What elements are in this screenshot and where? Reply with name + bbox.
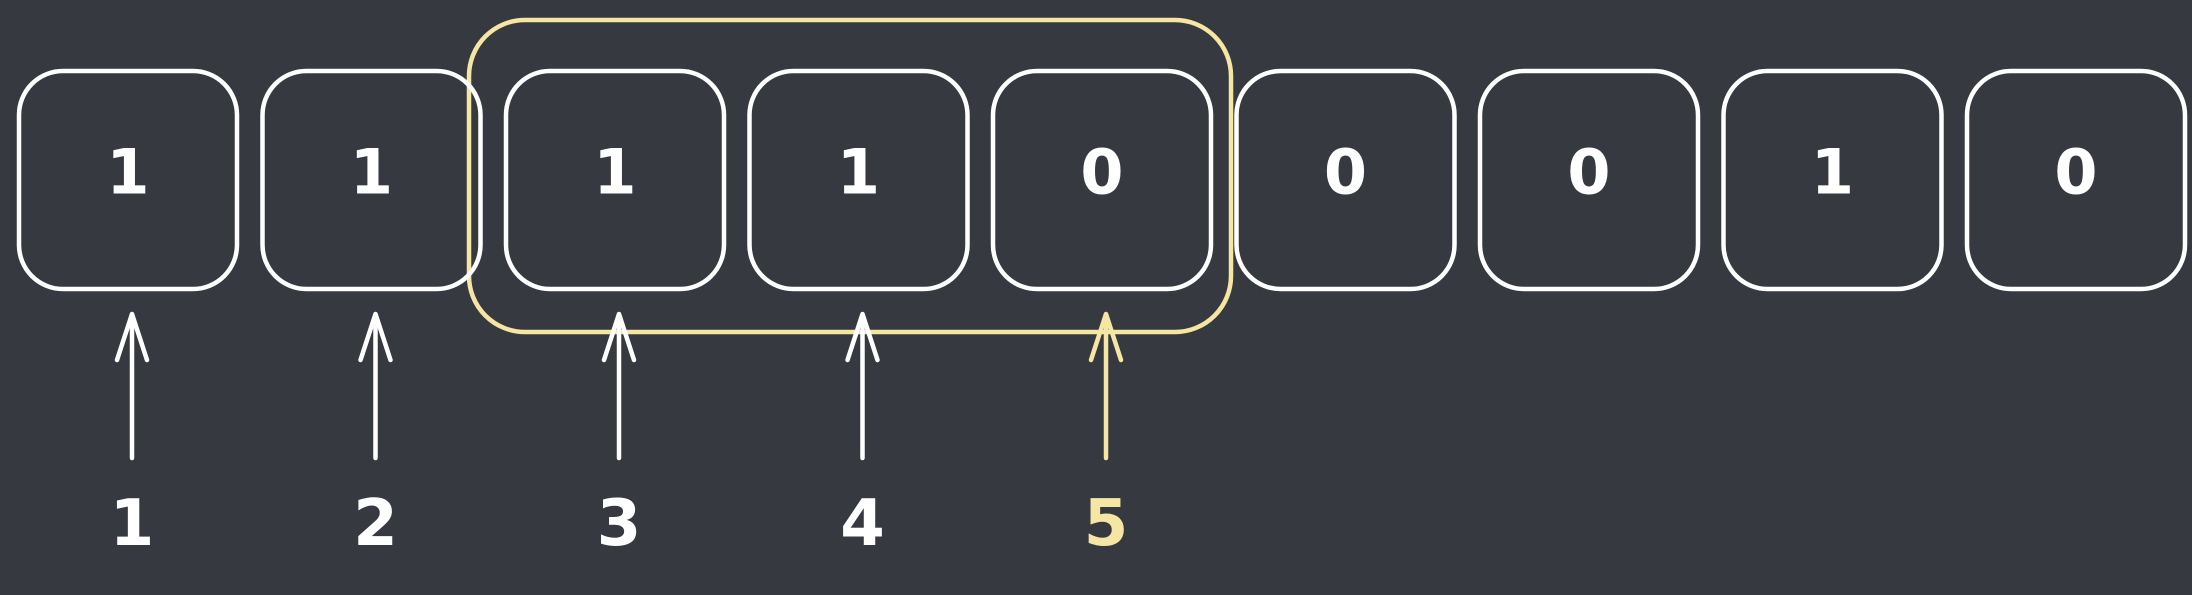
arrow-head-icon [358, 311, 393, 363]
cell-value: 1 [837, 136, 880, 209]
arrow-head-icon [1088, 311, 1124, 363]
pointer-label: 3 [597, 487, 642, 561]
pointer-label: 5 [1084, 487, 1129, 561]
array-cell: 1 [260, 68, 483, 292]
array-cell: 1 [16, 68, 240, 292]
cell-value: 0 [2054, 136, 2097, 209]
array-cell: 1 [747, 68, 970, 292]
cell-box [747, 68, 970, 292]
arrow-head-icon [114, 311, 150, 363]
cell-box [260, 68, 483, 292]
array-cell: 0 [1234, 68, 1457, 292]
cell-value: 0 [1080, 136, 1123, 209]
cell-box [1964, 68, 2188, 292]
highlight-window [466, 17, 1234, 335]
pointer-label: 4 [840, 487, 885, 561]
cell-box [503, 68, 727, 292]
pointer-3: 3 [597, 311, 642, 561]
cell-value: 1 [350, 136, 393, 209]
cell-box [1477, 68, 1701, 292]
pointer-label: 2 [353, 487, 398, 561]
cell-value: 1 [593, 136, 636, 209]
cell-box [1234, 68, 1457, 292]
pointer-4: 4 [840, 311, 885, 561]
array-cell: 0 [1964, 68, 2188, 292]
array-cell: 0 [990, 68, 1214, 292]
cell-box [1721, 68, 1944, 292]
cell-value: 1 [1811, 136, 1854, 209]
pointer-5: 5 [1084, 311, 1129, 561]
array-cell: 1 [503, 68, 727, 292]
arrow-head-icon [601, 311, 637, 363]
pointer-2: 2 [353, 311, 398, 561]
arrow-head-icon [845, 311, 880, 363]
cell-value: 1 [106, 136, 149, 209]
array-cell: 1 [1721, 68, 1944, 292]
pointer-label: 1 [110, 487, 155, 561]
array-cell: 0 [1477, 68, 1701, 292]
pointer-1: 1 [110, 311, 155, 561]
cell-box [990, 68, 1214, 292]
cell-box [16, 68, 240, 292]
cell-value: 0 [1324, 136, 1367, 209]
cell-value: 0 [1567, 136, 1610, 209]
